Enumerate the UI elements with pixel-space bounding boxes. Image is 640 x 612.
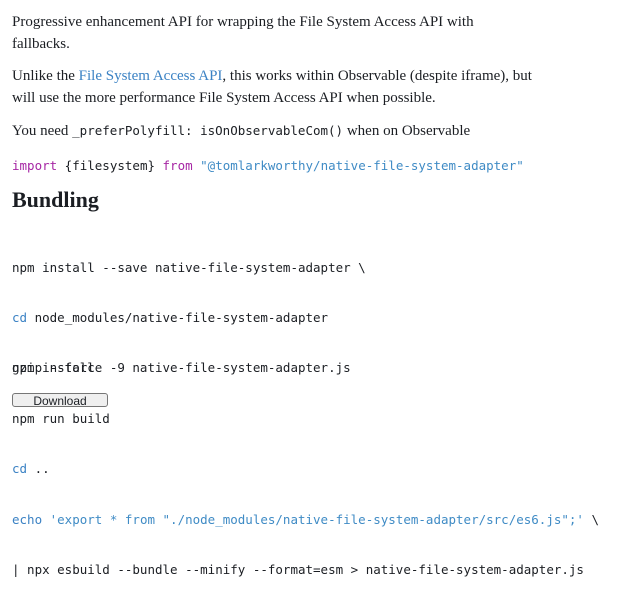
file-system-access-api-link[interactable]: File System Access API bbox=[78, 68, 223, 84]
import-module-string: "@tomlarkworthy/native-file-system-adapt… bbox=[200, 158, 524, 173]
import-keyword: import bbox=[12, 158, 58, 173]
gzip-command: gzip --force -9 native-file-system-adapt… bbox=[12, 360, 351, 375]
code-line: npm install --save native-file-system-ad… bbox=[12, 260, 599, 277]
code-keyword: cd bbox=[12, 461, 28, 477]
intro-paragraph: Progressive enhancement API for wrapping… bbox=[12, 11, 532, 55]
need-paragraph: You need _preferPolyfill: isOnObservable… bbox=[12, 120, 572, 142]
code-text: \ bbox=[583, 511, 600, 527]
need-prefix: You need bbox=[12, 123, 73, 139]
unlike-paragraph: Unlike the File System Access API, this … bbox=[12, 65, 552, 109]
code-line: cd .. bbox=[12, 461, 599, 478]
code-text: | npx esbuild --bundle --minify --format… bbox=[12, 561, 584, 577]
code-text: .. bbox=[27, 461, 50, 477]
prefer-polyfill-code: _preferPolyfill: isOnObservableCom() bbox=[72, 123, 344, 138]
unlike-prefix: Unlike the bbox=[12, 68, 79, 84]
code-line: npm run build bbox=[12, 411, 599, 428]
code-string: 'export * from "./node_modules/native-fi… bbox=[42, 511, 584, 527]
from-keyword: from bbox=[162, 158, 193, 173]
import-statement: import {filesystem} from "@tomlarkworthy… bbox=[12, 157, 524, 175]
bundling-code-block: npm install --save native-file-system-ad… bbox=[12, 226, 599, 612]
bundling-heading: Bundling bbox=[12, 187, 99, 212]
code-text: npm install --save native-file-system-ad… bbox=[12, 259, 366, 275]
code-line: cd node_modules/native-file-system-adapt… bbox=[12, 310, 599, 327]
import-binding: {filesystem} bbox=[57, 158, 163, 173]
code-line: | npx esbuild --bundle --minify --format… bbox=[12, 562, 599, 579]
code-text: npm run build bbox=[12, 410, 110, 426]
code-keyword: echo bbox=[12, 511, 43, 527]
code-line: echo 'export * from "./node_modules/nati… bbox=[12, 512, 599, 529]
code-line: npm install bbox=[12, 360, 599, 377]
download-button[interactable]: Download bbox=[12, 393, 108, 407]
need-suffix: when on Observable bbox=[343, 123, 471, 139]
intro-text: Progressive enhancement API for wrapping… bbox=[12, 14, 474, 52]
code-text: npm install bbox=[12, 360, 95, 376]
code-keyword: cd bbox=[12, 309, 28, 325]
code-text: node_modules/native-file-system-adapter bbox=[27, 309, 329, 325]
unlike-suffix: , this works within Observable (despite … bbox=[12, 68, 532, 106]
